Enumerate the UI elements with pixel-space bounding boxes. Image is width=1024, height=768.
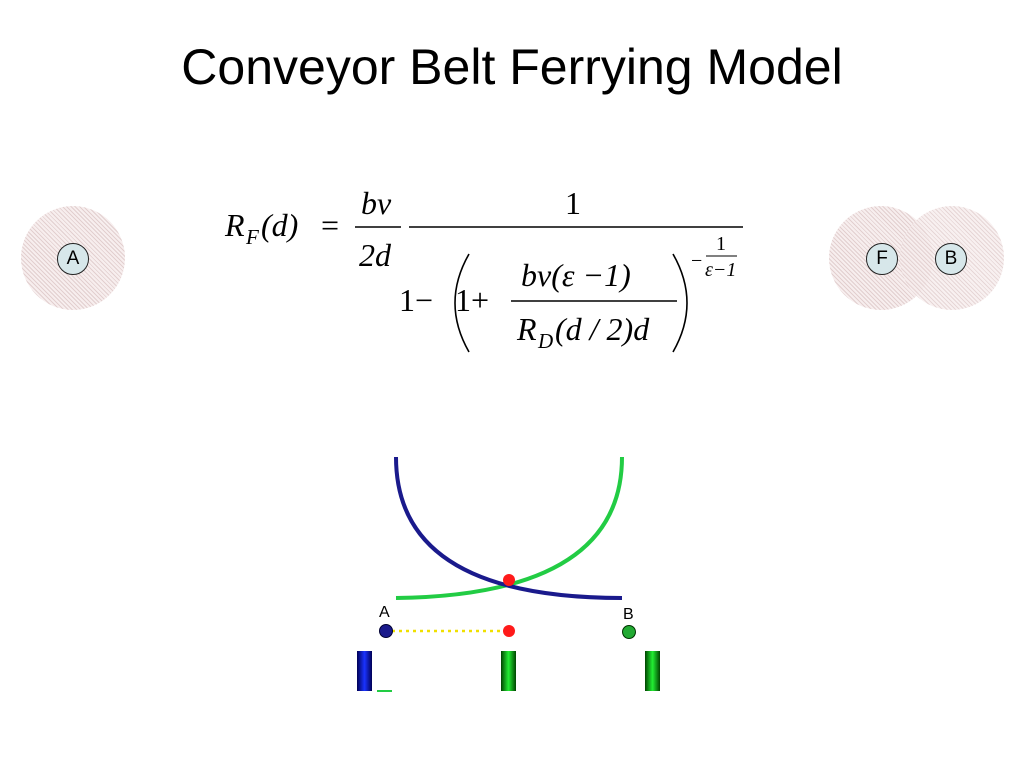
curve-a: [394, 456, 623, 600]
formula-lhs-r: R: [224, 207, 245, 243]
diagram-label-a: A: [379, 604, 390, 621]
exponent-minus: −: [691, 250, 702, 272]
inner-one-plus: 1+: [455, 282, 489, 318]
inner-den-rest: (d / 2)d: [555, 311, 650, 347]
buffer-b-bar: [645, 651, 660, 691]
buffer-a-level: [377, 690, 392, 692]
inner-den-r: R: [516, 311, 537, 347]
frac2-numerator: 1: [565, 185, 581, 221]
buffer-ferry-bar: [501, 651, 516, 691]
frac1-numerator: bv: [361, 185, 392, 221]
right-paren: [672, 253, 688, 353]
ferry-label: F: [866, 243, 898, 275]
den-one-minus: 1−: [399, 282, 433, 318]
node-b-label: B: [935, 243, 967, 275]
intersection-point: [503, 574, 515, 586]
frac1-denominator: 2d: [359, 237, 392, 273]
exponent-denominator: ε−1: [705, 259, 736, 281]
formula-lhs-arg: (d): [261, 207, 298, 243]
inner-den-sub: D: [537, 329, 553, 353]
ferry-point: [503, 625, 515, 637]
slide-title: Conveyor Belt Ferrying Model: [181, 39, 843, 95]
node-b-point: [622, 625, 636, 639]
buffer-a-bar: [357, 651, 372, 691]
left-paren: [454, 253, 470, 353]
diagram-label-b: B: [623, 606, 634, 623]
formula-equals: =: [321, 207, 339, 243]
formula-lhs-sub: F: [245, 225, 259, 249]
rate-formula: R F (d) = bv 2d 1 1− 1+ bv(ε −1) R D (d …: [224, 185, 743, 353]
inner-numerator: bv(ε −1): [521, 257, 631, 293]
curve-b: [395, 456, 624, 600]
node-a-point: [379, 624, 393, 638]
exponent-numerator: 1: [716, 233, 726, 255]
node-a-label: A: [57, 243, 89, 275]
conveyor-belt-diagram: A B: [357, 456, 660, 692]
